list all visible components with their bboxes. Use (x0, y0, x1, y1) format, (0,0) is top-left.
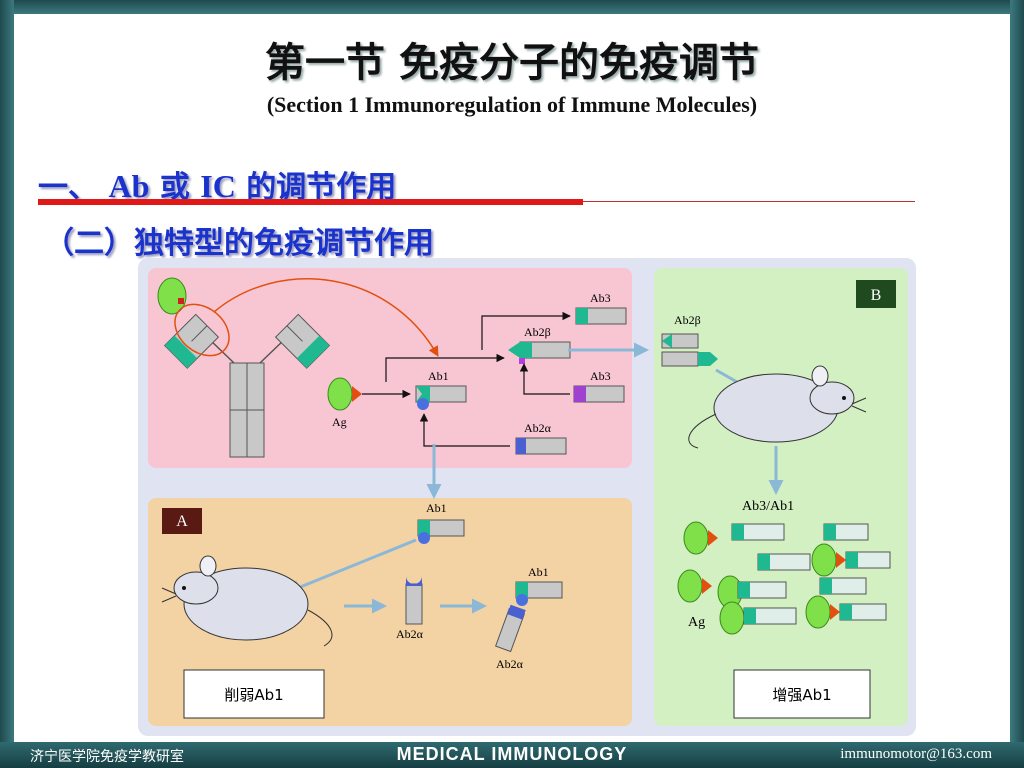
ab2alpha-a2-label: Ab2α (496, 657, 524, 671)
footer-email: immunomotor@163.com (840, 746, 992, 763)
ag-left-label: Ag (332, 415, 347, 429)
heading-underline-red (38, 199, 583, 205)
slide-title: 第一节 免疫分子的免疫调节 (0, 30, 1024, 88)
ab2alpha-top (516, 438, 566, 454)
ab3-mid-label: Ab3 (590, 369, 611, 383)
ab2alpha-a1-label: Ab2α (396, 627, 424, 641)
panel-a-label: A (176, 513, 188, 530)
ag-right-label: Ag (688, 615, 705, 630)
idiotype-network-diagram: A B Ag (138, 258, 916, 736)
antigen-left (328, 378, 352, 410)
ab3-mid (574, 386, 624, 402)
ab2alpha-top-label: Ab2α (524, 421, 552, 435)
slide-subtitle: (Section 1 Immunoregulation of Immune Mo… (0, 92, 1024, 118)
panel-b-label: B (871, 287, 882, 304)
ab3-top-label: Ab3 (590, 291, 611, 305)
epitope-mark (178, 298, 184, 304)
weaken-ab1-text: 削弱Ab1 (224, 686, 283, 704)
heading-underline-thin (583, 201, 915, 202)
ab3-top (576, 308, 626, 324)
enhance-ab1-text: 增强Ab1 (772, 686, 831, 704)
subsection-heading: （二）独特型的免疫调节作用 (44, 218, 434, 262)
ab1-panel-a-mid-label: Ab1 (528, 565, 549, 579)
ab1-panel-a-top-label: Ab1 (426, 501, 447, 515)
ab2beta-right-label: Ab2β (674, 313, 701, 327)
slide-footer: 济宁医学院免疫学教研室 MEDICAL IMMUNOLOGY immunomot… (0, 742, 1024, 768)
ab3ab1-label: Ab3/Ab1 (742, 499, 794, 514)
slide-border-top (0, 0, 1024, 14)
ab2beta-left-label: Ab2β (524, 325, 551, 339)
ab1-center-label: Ab1 (428, 369, 449, 383)
